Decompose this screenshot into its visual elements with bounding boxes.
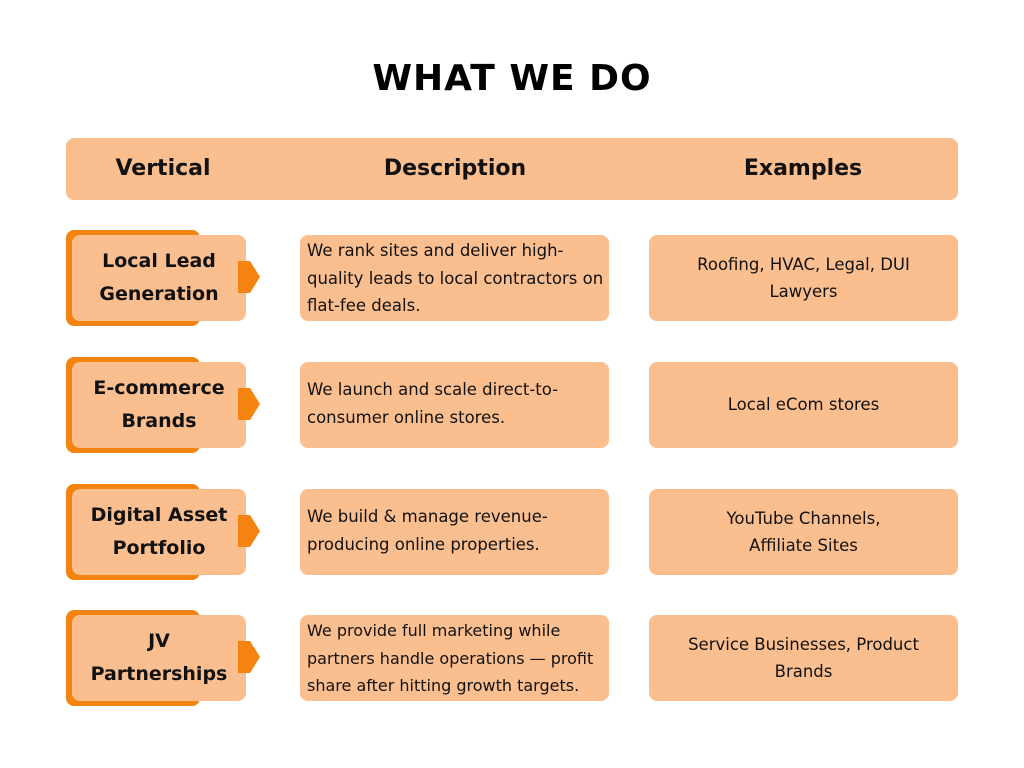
header-vertical: Vertical (115, 156, 211, 181)
header-description: Description (383, 156, 527, 181)
arrow-right-icon (238, 261, 260, 293)
arrow-right-icon (238, 388, 260, 420)
header-examples: Examples (743, 156, 863, 181)
table-row: JV Partnerships We provide full marketin… (0, 610, 1024, 708)
vertical-label: JV Partnerships (72, 615, 246, 701)
description-cell: We build & manage revenue-producing onli… (300, 489, 609, 575)
vertical-label: Local Lead Generation (72, 235, 246, 321)
examples-cell: Roofing, HVAC, Legal, DUI Lawyers (649, 235, 958, 321)
page-title: WHAT WE DO (372, 58, 652, 99)
table-row: Digital Asset Portfolio We build & manag… (0, 484, 1024, 582)
description-cell: We rank sites and deliver high-quality l… (300, 235, 609, 321)
table-row: E-commerce Brands We launch and scale di… (0, 357, 1024, 455)
description-cell: We provide full marketing while partners… (300, 615, 609, 701)
table-header: Vertical Description Examples (66, 138, 958, 200)
vertical-label: Digital Asset Portfolio (72, 489, 246, 575)
vertical-label: E-commerce Brands (72, 362, 246, 448)
arrow-right-icon (238, 641, 260, 673)
examples-cell: Local eCom stores (649, 362, 958, 448)
table-row: Local Lead Generation We rank sites and … (0, 230, 1024, 328)
arrow-right-icon (238, 515, 260, 547)
description-cell: We launch and scale direct-to-consumer o… (300, 362, 609, 448)
examples-cell: Service Businesses, Product Brands (649, 615, 958, 701)
examples-cell: YouTube Channels, Affiliate Sites (649, 489, 958, 575)
